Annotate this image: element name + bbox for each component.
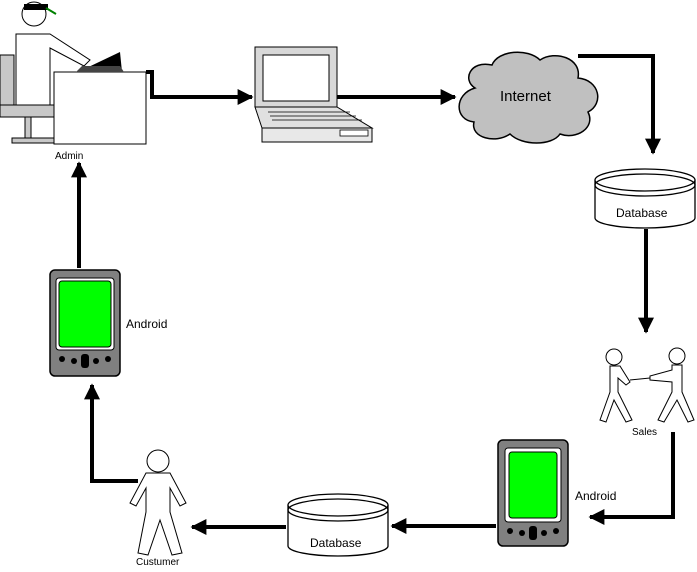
customer-label: Custumer <box>136 557 180 568</box>
arrow-internet-to-database <box>578 54 661 155</box>
android-left-label: Android <box>126 317 168 331</box>
sales-people-icon <box>599 347 695 423</box>
internet-label: Internet <box>500 88 551 105</box>
customer-person-icon <box>129 449 187 556</box>
database-top-icon <box>594 168 696 229</box>
internet-cloud-icon <box>458 51 599 144</box>
arrow-sales-to-android <box>588 432 675 525</box>
flow-arrows <box>71 54 675 535</box>
database-bottom-label: Database <box>310 536 362 550</box>
database-bottom-icon <box>287 493 389 557</box>
arrow-customer-to-android <box>84 383 138 483</box>
android-device-left-icon <box>49 269 121 377</box>
arrow-admin-to-laptop <box>146 70 254 105</box>
sales-label: Sales <box>632 427 658 438</box>
laptop-icon <box>254 46 374 143</box>
android-right-label: Android <box>575 489 617 503</box>
database-top-label: Database <box>616 206 668 220</box>
admin-label: Admin <box>55 151 84 162</box>
android-device-right-icon <box>497 439 569 547</box>
admin-workstation-icon <box>0 1 147 145</box>
